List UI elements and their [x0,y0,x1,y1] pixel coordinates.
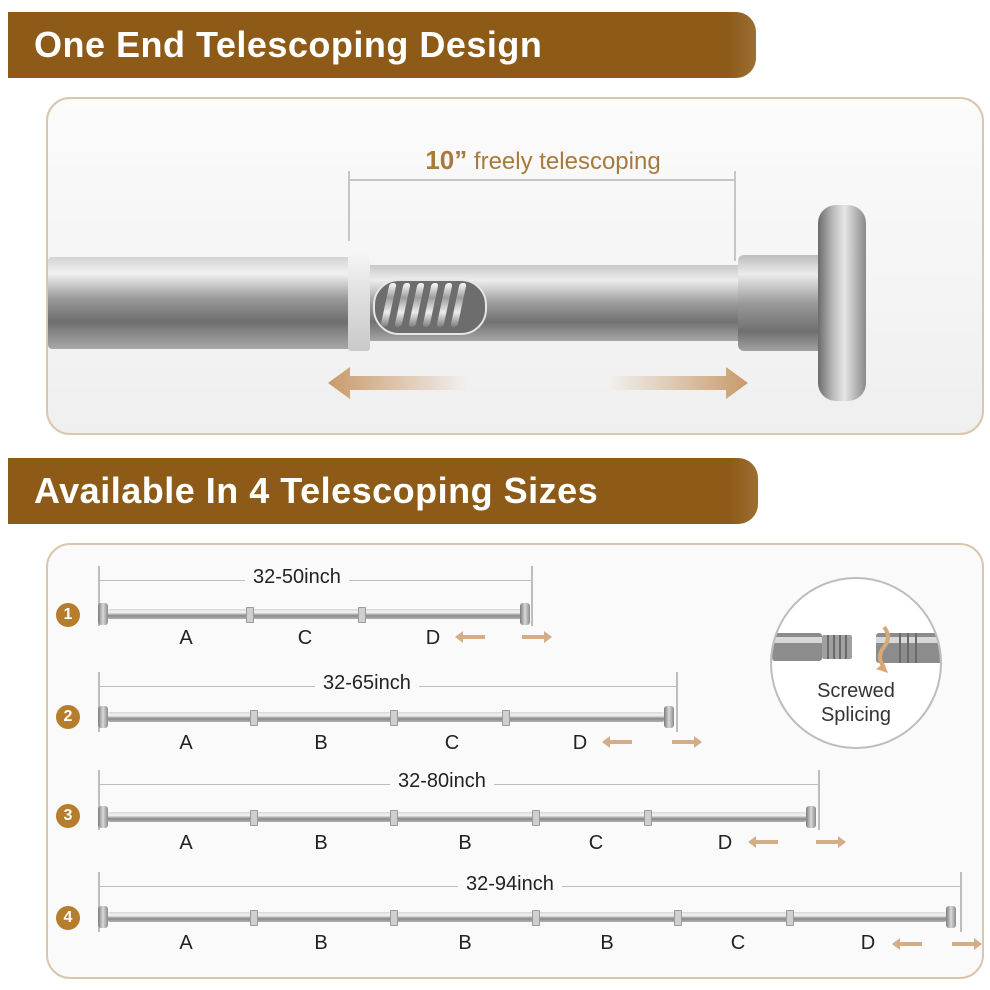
dimension-tick-left [98,672,100,732]
rod-end-cap [98,906,108,928]
rod-end-cap [818,205,866,401]
arrow-right-icon [608,367,748,399]
segment-label: D [860,932,876,954]
telescoping-panel: 10” freely telescoping [46,97,984,435]
row-number-badge: 3 [56,804,80,828]
row-number-badge: 2 [56,705,80,729]
telescoping-dimension: 10” freely telescoping [348,99,738,261]
spring-coil [394,283,411,327]
dimension-tick-right [734,171,736,261]
segment-label: B [314,732,328,754]
header-text: One End Telescoping Design [34,24,543,65]
rod-end-cap [98,806,108,828]
splicing-detail-image [772,625,940,673]
spring-coil [436,283,453,327]
rod-joint [246,607,254,623]
rod-joint [390,710,398,726]
rod-end-cap [520,603,530,625]
arrow-left-icon [602,736,632,748]
row-number-badge: 1 [56,603,80,627]
dimension-line [348,179,736,181]
segment-label: A [179,832,193,854]
screwed-splicing-detail: Screwed Splicing [770,577,942,749]
segment-label: C [297,627,313,649]
segment-label: C [444,732,460,754]
header-text: Available In 4 Telescoping Sizes [34,470,599,511]
dimension-tick-left [98,872,100,932]
telescoping-amount: 10” [425,145,468,175]
size-range-label: 32-80inch [390,770,494,793]
arrow-right-icon [672,736,702,748]
rod-joint [502,710,510,726]
rod-joint [250,910,258,926]
splicing-caption-line1: Screwed [817,680,895,702]
arrow-right-icon [816,836,846,848]
size-rod [108,812,806,822]
rod-joint [674,910,682,926]
spring-window [373,279,487,335]
arrow-left-icon [455,631,485,643]
segment-label: B [600,932,614,954]
rod-joint [390,910,398,926]
size-rod [108,712,664,722]
header-telescoping-sizes: Available In 4 Telescoping Sizes [8,458,758,524]
rod-joint [390,810,398,826]
arrow-left-icon [892,938,922,950]
segment-label: B [458,832,472,854]
dimension-tick-right [676,672,678,732]
dimension-tick-left [348,171,350,241]
telescoping-label: 10” freely telescoping [348,145,738,176]
size-range-label: 32-94inch [458,873,562,896]
dimension-tick-right [960,872,962,932]
segment-label: D [425,627,441,649]
row-number-badge: 4 [56,906,80,930]
splicing-caption-line2: Splicing [820,704,892,726]
arrow-right-icon [522,631,552,643]
rod-end-cap [806,806,816,828]
arrow-left-icon [328,367,468,399]
segment-label: B [314,932,328,954]
telescoping-text: freely telescoping [473,148,661,175]
size-range-label: 32-65inch [315,672,419,695]
spring-coil [380,283,397,327]
rod-joint [358,607,366,623]
rod-end-cap [98,706,108,728]
segment-label: A [179,932,193,954]
rod-joint [644,810,652,826]
splicing-caption: Screwed Splicing [772,679,940,727]
segment-label: B [458,932,472,954]
rod-joint [250,710,258,726]
segment-label: C [588,832,604,854]
header-telescoping-design: One End Telescoping Design [8,12,756,78]
rod-outer-tube [48,257,353,349]
spring-coil [450,283,467,327]
rod-joint [250,810,258,826]
segment-label: B [314,832,328,854]
spring-coil [422,283,439,327]
rod-joint [532,810,540,826]
segment-label: A [179,732,193,754]
rod-collar [738,255,826,351]
rod-joint-ring [348,255,370,351]
size-rod [108,912,946,922]
dimension-tick-left [98,566,100,626]
size-rod [108,609,522,619]
rod-joint [532,910,540,926]
rod-end-cap [946,906,956,928]
segment-label: D [717,832,733,854]
segment-label: A [179,627,193,649]
arrow-left-icon [748,836,778,848]
rod-end-cap [664,706,674,728]
segment-label: D [572,732,588,754]
segment-label: C [730,932,746,954]
dimension-tick-right [531,566,533,626]
size-range-label: 32-50inch [245,566,349,589]
rod-joint [786,910,794,926]
arrow-right-icon [952,938,982,950]
dimension-tick-left [98,770,100,830]
rod-end-cap [98,603,108,625]
spring-coil [408,283,425,327]
dimension-tick-right [818,770,820,830]
